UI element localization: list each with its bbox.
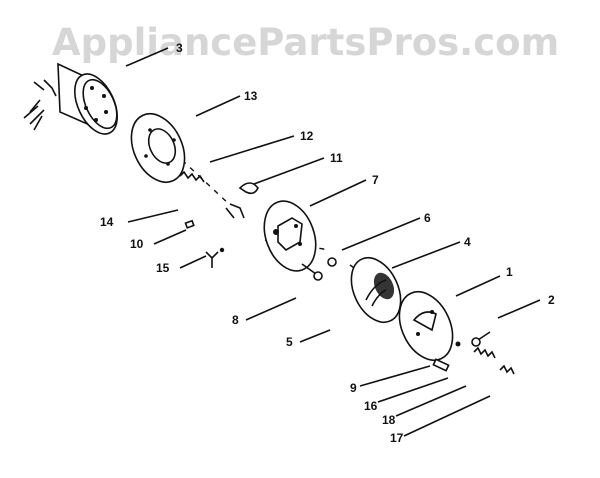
label-18: 18	[382, 413, 396, 427]
part-cam-disc	[350, 257, 402, 323]
label-3: 3	[176, 41, 183, 55]
label-5: 5	[286, 335, 293, 349]
part-pin	[432, 358, 450, 372]
label-10: 10	[130, 237, 144, 251]
label-17: 17	[390, 431, 404, 445]
part-rear-disc	[398, 291, 454, 361]
label-16: 16	[364, 399, 378, 413]
label-2: 2	[548, 293, 555, 307]
part-washer	[455, 341, 461, 347]
part-ring-flange	[130, 113, 186, 183]
label-7: 7	[372, 173, 379, 187]
callout-numbers: 3 13 12 11 7 14 10 15 6 4 8 5 1 2 9 16 1…	[100, 41, 555, 445]
label-1: 1	[506, 265, 513, 279]
watermark: AppliancePartsPros.com	[52, 21, 559, 64]
label-14: 14	[100, 215, 114, 229]
label-15: 15	[156, 261, 170, 275]
part-hub-plate	[263, 200, 317, 272]
part-motor	[23, 62, 118, 135]
label-9: 9	[350, 381, 357, 395]
part-clip	[225, 182, 259, 219]
label-6: 6	[424, 211, 431, 225]
assembly-axis	[149, 129, 401, 301]
label-11: 11	[330, 151, 343, 165]
label-8: 8	[232, 313, 239, 327]
label-12: 12	[300, 129, 314, 143]
part-bushing	[327, 257, 337, 267]
part-coil-spring	[473, 346, 496, 359]
label-4: 4	[464, 235, 471, 249]
part-small-block	[184, 219, 195, 229]
part-screw-8	[301, 263, 323, 281]
part-screw-2	[471, 331, 491, 347]
part-wing-screw	[205, 247, 225, 268]
part-threaded-knob	[499, 364, 515, 375]
leader-lines	[125, 47, 541, 437]
label-13: 13	[244, 89, 258, 103]
part-spring	[179, 170, 205, 183]
